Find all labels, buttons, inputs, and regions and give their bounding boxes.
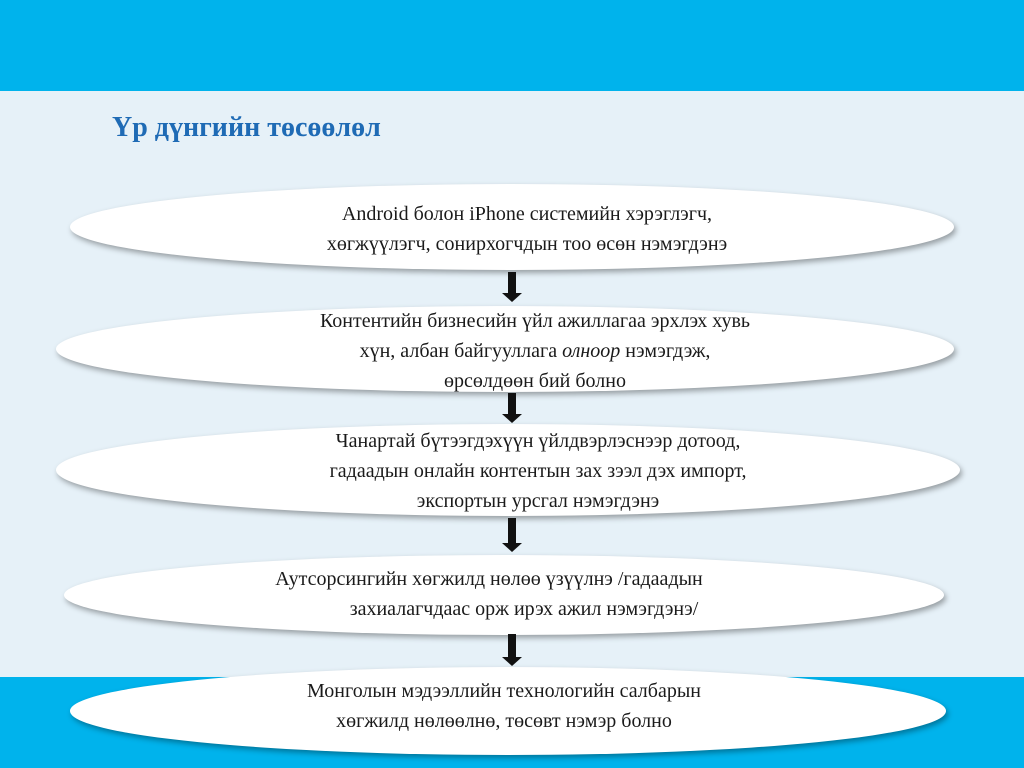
down-arrow-icon: [502, 634, 522, 666]
flow-step-4-ellipse: [64, 555, 944, 635]
flow-step-3-line-2: гадаадын онлайн контентын зах зээл дэх и…: [329, 460, 747, 482]
down-arrow-icon: [502, 272, 522, 302]
flow-step-1-line-1: Android болон iPhone системийн хэрэглэгч…: [341, 203, 713, 225]
flow-step-3-line-1: Чанартай бүтээгдэхүүн үйлдвэрлэснээр дот…: [335, 430, 741, 452]
flow-step-5-line-1: Монголын мэдээллийн технологийн салбарын: [307, 680, 701, 702]
flow-step-5-line-2: хөгжилд нөлөөлнө, төсөвт нэмэр болно: [336, 710, 672, 732]
flow-step-5-text: Монголын мэдээллийн технологийн салбарын…: [70, 676, 946, 736]
down-arrow-icon: [502, 393, 522, 423]
top-accent-band: [0, 0, 1024, 91]
flow-step-1-line-2: хөгжүүлэгч, сонирхогчдын тоо өсөн нэмэгд…: [326, 233, 728, 255]
flow-step-3-text: Чанартай бүтээгдэхүүн үйлдвэрлэснээр дот…: [56, 426, 960, 516]
flow-step-2-line-2-italic: олноор: [562, 340, 621, 362]
flow-step-4-line-2: захиалагчдаас орж ирэх ажил нэмэгдэнэ/: [349, 598, 699, 620]
flow-step-4-text: Аутсорсингийн хөгжилд нөлөө үзүүлнэ /гад…: [64, 564, 944, 624]
flow-step-2-line-2: хүн, албан байгууллага олноор нэмэгдэж,: [116, 336, 954, 366]
flow-step-5-ellipse: [70, 667, 946, 755]
down-arrow-icon: [502, 518, 522, 552]
flow-step-2-line-1: Контентийн бизнесийн үйл ажиллагаа эрхлэ…: [319, 310, 751, 332]
flow-step-2-line-2-end: нэмэгдэж,: [620, 340, 711, 362]
flow-step-2-ellipse: [56, 306, 954, 392]
flow-step-2-line-2-start: хүн, албан байгууллага: [359, 340, 563, 362]
flow-step-4-line-1: Аутсорсингийн хөгжилд нөлөө үзүүлнэ /гад…: [275, 568, 703, 590]
flow-step-1-text: Android болон iPhone системийн хэрэглэгч…: [70, 199, 954, 259]
flow-step-3-ellipse: [56, 424, 960, 516]
flow-step-3-line-3: экспортын урсгал нэмэгдэнэ: [416, 490, 660, 512]
flow-step-1-ellipse: [70, 184, 954, 270]
flow-step-2-line-3: өрсөлдөөн бий болно: [444, 370, 626, 392]
slide-title: Үр дүнгийн төсөөлөл: [112, 112, 381, 143]
flow-step-2-text: Контентийн бизнесийн үйл ажиллагаа эрхлэ…: [56, 306, 954, 396]
